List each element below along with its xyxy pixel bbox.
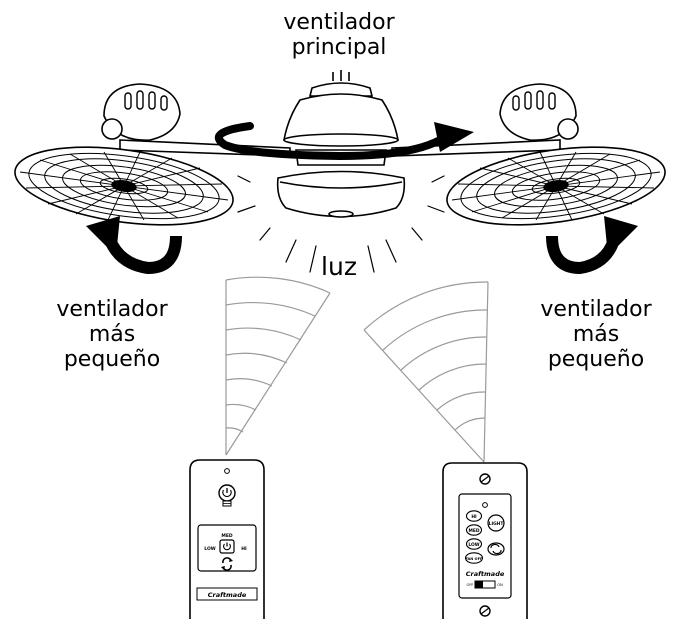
small-fan-right-label: ventilador más pequeño [506,297,678,372]
wall-reverse-button[interactable] [487,542,505,556]
wall-light-label: LIGHT [489,521,504,527]
small-fan-right [446,83,666,226]
light-label: luz [321,252,357,281]
handheld-mode-label: MED [221,533,233,539]
wall-low-label: LOW [468,542,479,548]
small-fan-left-label-line1: ventilador [56,297,168,322]
wall-fan-off-label: FAN OFF [465,557,483,561]
small-fan-right-label-line2: más [572,322,620,347]
small-fan-right-label-line3: pequeño [547,347,645,372]
wall-med-label: MED [468,528,479,534]
main-fan-label-line1: ventilador [283,10,395,35]
wall-light-button[interactable]: LIGHT [487,514,505,532]
small-fan-left-label: ventilador más pequeño [22,297,202,372]
wall-remote-signal-icon [363,281,489,463]
handheld-high-label: HI [241,546,247,552]
main-fan-label: ventilador principal [259,10,419,60]
main-fan-rotation-arrow-icon [215,122,474,161]
handheld-brand-logo: Craftmade [208,591,247,599]
wall-fan-off-button[interactable]: FAN OFF [464,552,483,564]
handheld-remote: MED LOW HI Craftmade [189,459,265,619]
wall-med-button[interactable]: MED [465,524,483,536]
small-fan-left-label-line2: más [88,322,136,347]
small-fan-right-rotation-arrow-icon [546,216,638,275]
small-fan-left-label-line3: pequeño [63,347,161,372]
small-fan-right-label-line1: ventilador [540,297,652,322]
wall-power-switch[interactable] [474,580,496,589]
wall-remote: HI MED LOW FAN OFF LIGHT [442,462,528,619]
light-rays-icon [237,175,445,273]
top-screw-icon [479,473,491,485]
small-fan-left [14,83,234,226]
small-fan-left-rotation-arrow-icon [86,216,182,275]
wall-switch-on-label: ON [497,583,503,587]
bottom-screw-icon [479,605,491,617]
handheld-signal-icon [225,276,331,456]
wall-hi-button[interactable]: HI [465,510,483,522]
wall-low-button[interactable]: LOW [465,538,483,550]
wall-brand-logo: Craftmade [466,570,505,578]
main-fan-label-line2: principal [291,35,387,60]
fan-power-button[interactable] [219,539,235,554]
wall-switch-off-label: OFF [467,583,474,587]
main-fan-fixture [119,70,561,218]
light-bulb-icon [218,484,236,507]
reverse-icon[interactable] [221,557,233,571]
wall-hi-label: HI [471,514,477,520]
handheld-low-label: LOW [204,546,216,552]
